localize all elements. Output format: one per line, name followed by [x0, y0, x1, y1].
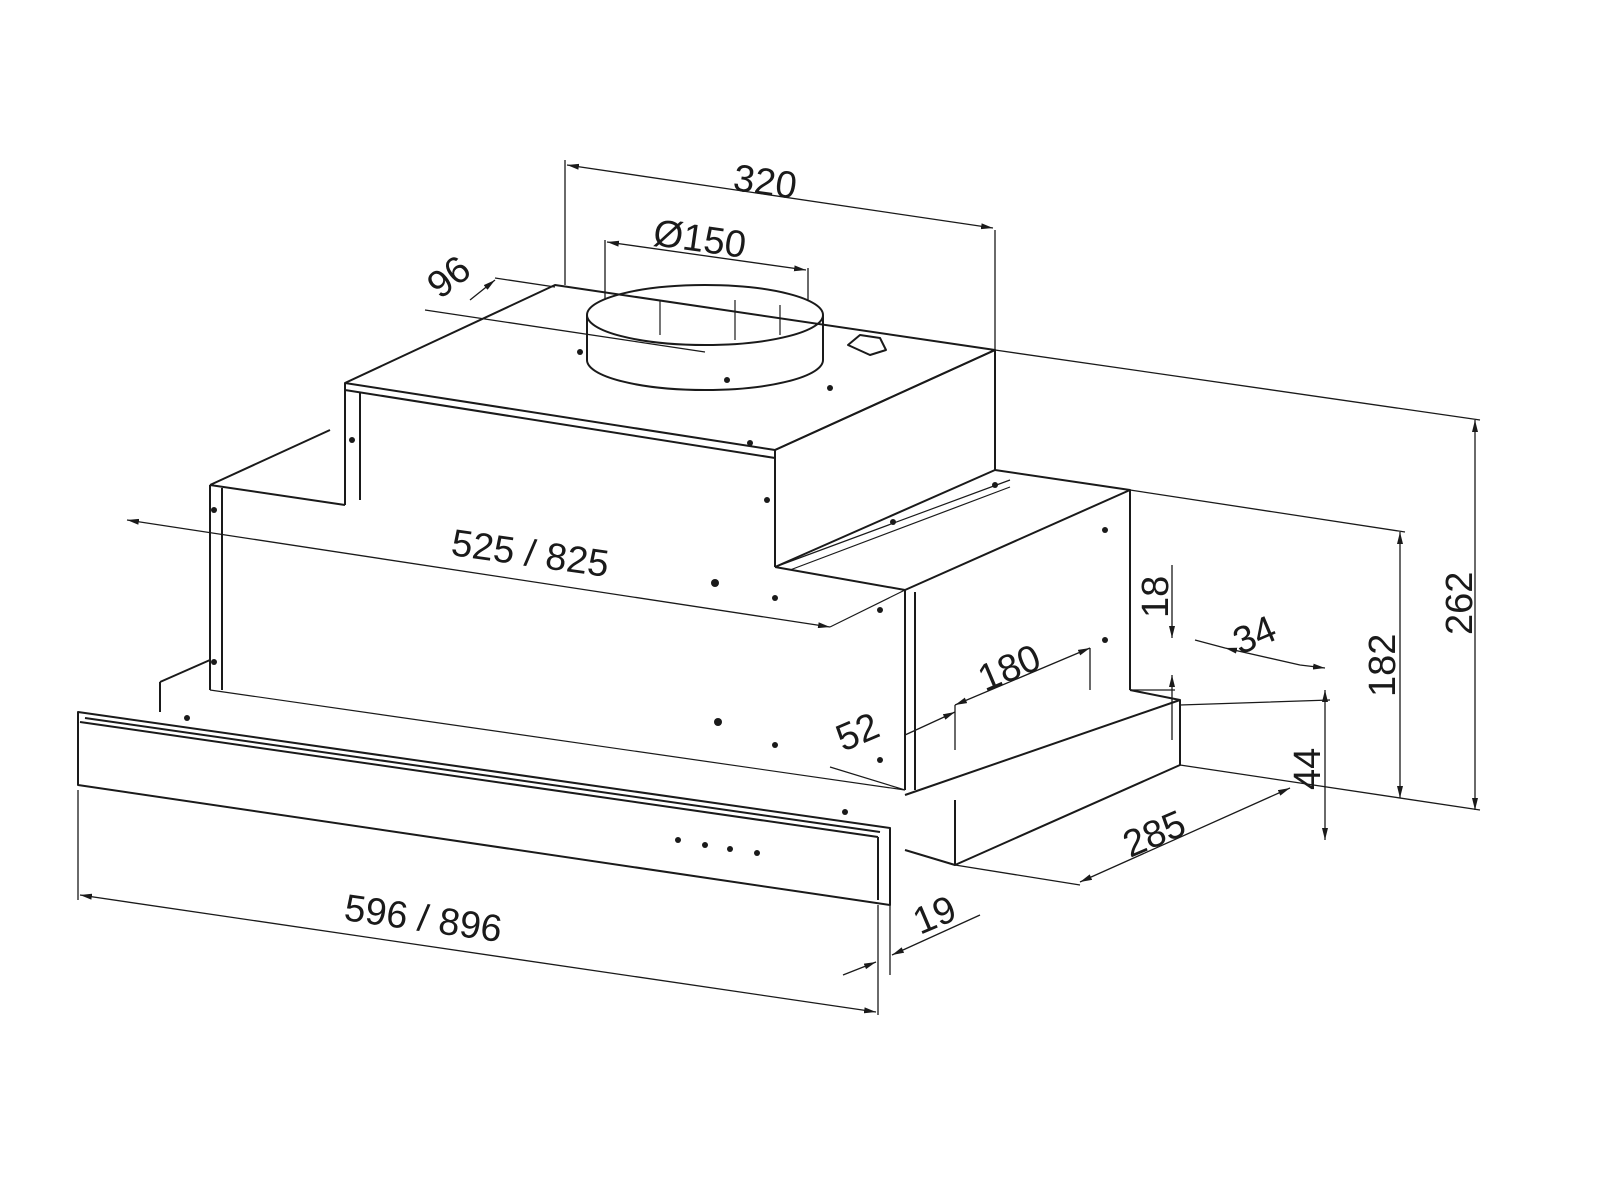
dim-285: 285	[1117, 803, 1192, 866]
dim-18: 18	[1135, 576, 1177, 618]
dim-96: 96	[420, 248, 479, 307]
dim-180: 180	[972, 637, 1047, 700]
hood-body	[77, 284, 1181, 906]
dim-19: 19	[907, 888, 962, 943]
dim-262: 262	[1439, 572, 1481, 635]
dim-525-825: 525 / 825	[449, 522, 612, 586]
dim-44: 44	[1287, 748, 1329, 790]
dim-52: 52	[830, 705, 885, 760]
dim-596-896: 596 / 896	[342, 887, 505, 951]
dim-duct-diameter: Ø150	[651, 212, 749, 267]
dimension-lines	[77, 160, 1481, 1015]
screw-dots	[184, 349, 1108, 815]
dim-34: 34	[1227, 608, 1282, 663]
dim-320: 320	[731, 157, 800, 207]
dimension-labels: 320 Ø150 96 525 / 825 18 180 52 34 182 2…	[342, 157, 1481, 951]
dim-182: 182	[1362, 634, 1404, 697]
control-buttons	[675, 837, 760, 856]
